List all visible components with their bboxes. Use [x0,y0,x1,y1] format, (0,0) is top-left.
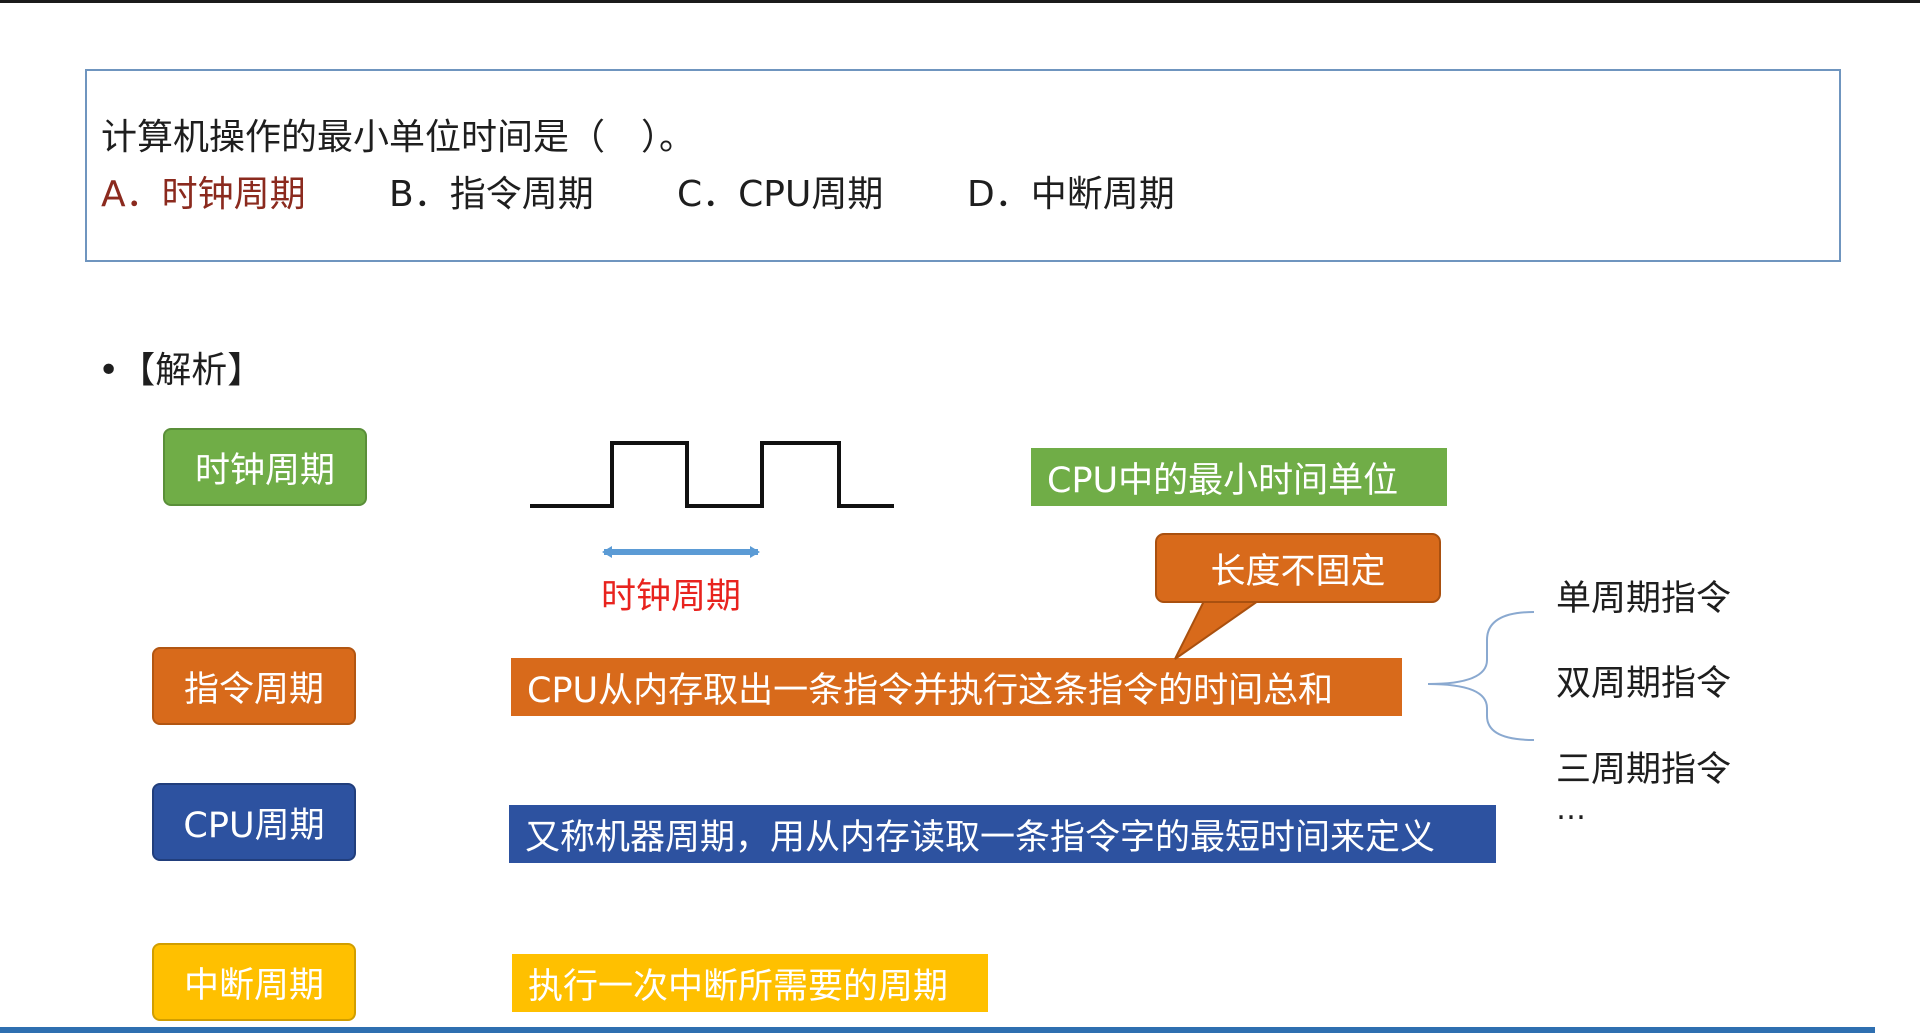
instruction-type-ellipsis: … [1556,792,1586,827]
callout-variable-length: 长度不固定 [1155,533,1441,603]
term-instruction-cycle: 指令周期 [152,647,356,725]
term-cpu-cycle: CPU周期 [152,783,356,861]
desc-cpu-cycle: 又称机器周期，用从内存读取一条指令字的最短时间来定义 [509,805,1496,863]
analysis-title: •【解析】 [98,350,264,391]
option-d: D．中断周期 [967,174,1175,215]
clock-cycle-label: 时钟周期 [601,577,742,617]
clock-arrow-right-head [750,546,760,558]
instruction-type-triple: 三周期指令 [1556,750,1732,790]
term-clock-cycle: 时钟周期 [163,428,367,506]
desc-instruction-cycle: CPU从内存取出一条指令并执行这条指令的时间总和 [511,658,1402,716]
instruction-type-double: 双周期指令 [1556,664,1732,704]
option-b: B．指令周期 [389,174,594,215]
option-a: A．时钟周期 [101,174,306,215]
clock-waveform [530,441,894,508]
question-box: 计算机操作的最小单位时间是（ ）。 A．时钟周期 B．指令周期 C．CPU周期 … [85,69,1841,262]
instruction-type-single: 单周期指令 [1556,579,1732,619]
clock-arrow-left-head [602,546,612,558]
callout-pointer [1174,600,1262,660]
top-border [0,0,1920,3]
desc-clock-cycle: CPU中的最小时间单位 [1031,448,1447,506]
instruction-types-brace [1427,611,1535,741]
question-text: 计算机操作的最小单位时间是（ ）。 [101,117,696,158]
term-interrupt-cycle: 中断周期 [152,943,356,1021]
desc-interrupt-cycle: 执行一次中断所需要的周期 [512,954,988,1012]
option-c: C．CPU周期 [677,174,884,215]
bottom-border [0,1027,1875,1033]
